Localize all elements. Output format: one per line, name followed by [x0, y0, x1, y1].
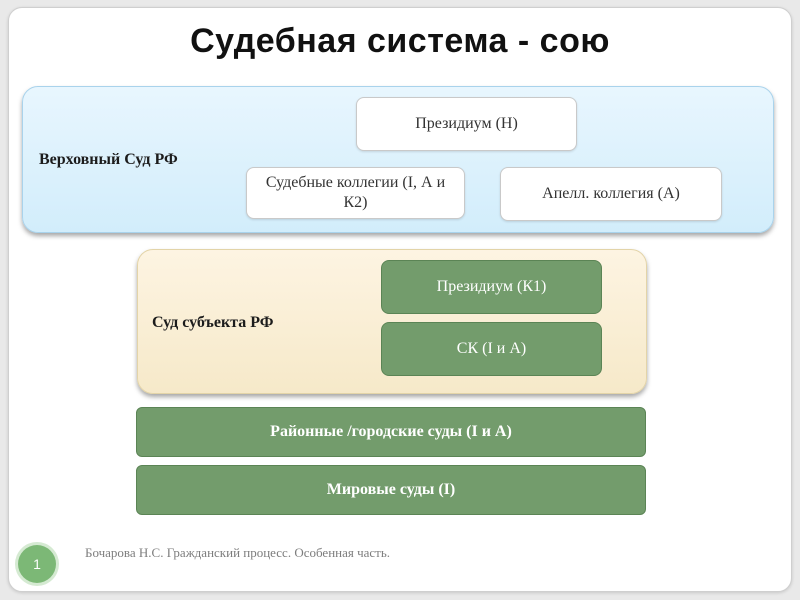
district-courts-bar: Районные /городские суды (I и А)	[136, 407, 646, 457]
magistrate-courts-bar: Мировые суды (I)	[136, 465, 646, 515]
footer-citation: Бочарова Н.С. Гражданский процесс. Особе…	[85, 545, 391, 560]
supreme-court-label: Верховный Суд РФ	[39, 151, 178, 168]
subject-presidium-box: Президиум (К1)	[381, 260, 602, 314]
supreme-presidium-box: Президиум (Н)	[356, 97, 577, 151]
subject-court-label: Суд субъекта РФ	[152, 314, 274, 331]
subject-board-box: СК (I и А)	[381, 322, 602, 376]
supreme-appeal-board-box: Апелл. коллегия (А)	[500, 167, 722, 221]
slide-title: Судебная система - сою	[190, 22, 610, 60]
page-number-badge: 1	[18, 545, 56, 583]
supreme-judicial-boards-box: Судебные коллегии (I, А и К2)	[246, 167, 465, 219]
